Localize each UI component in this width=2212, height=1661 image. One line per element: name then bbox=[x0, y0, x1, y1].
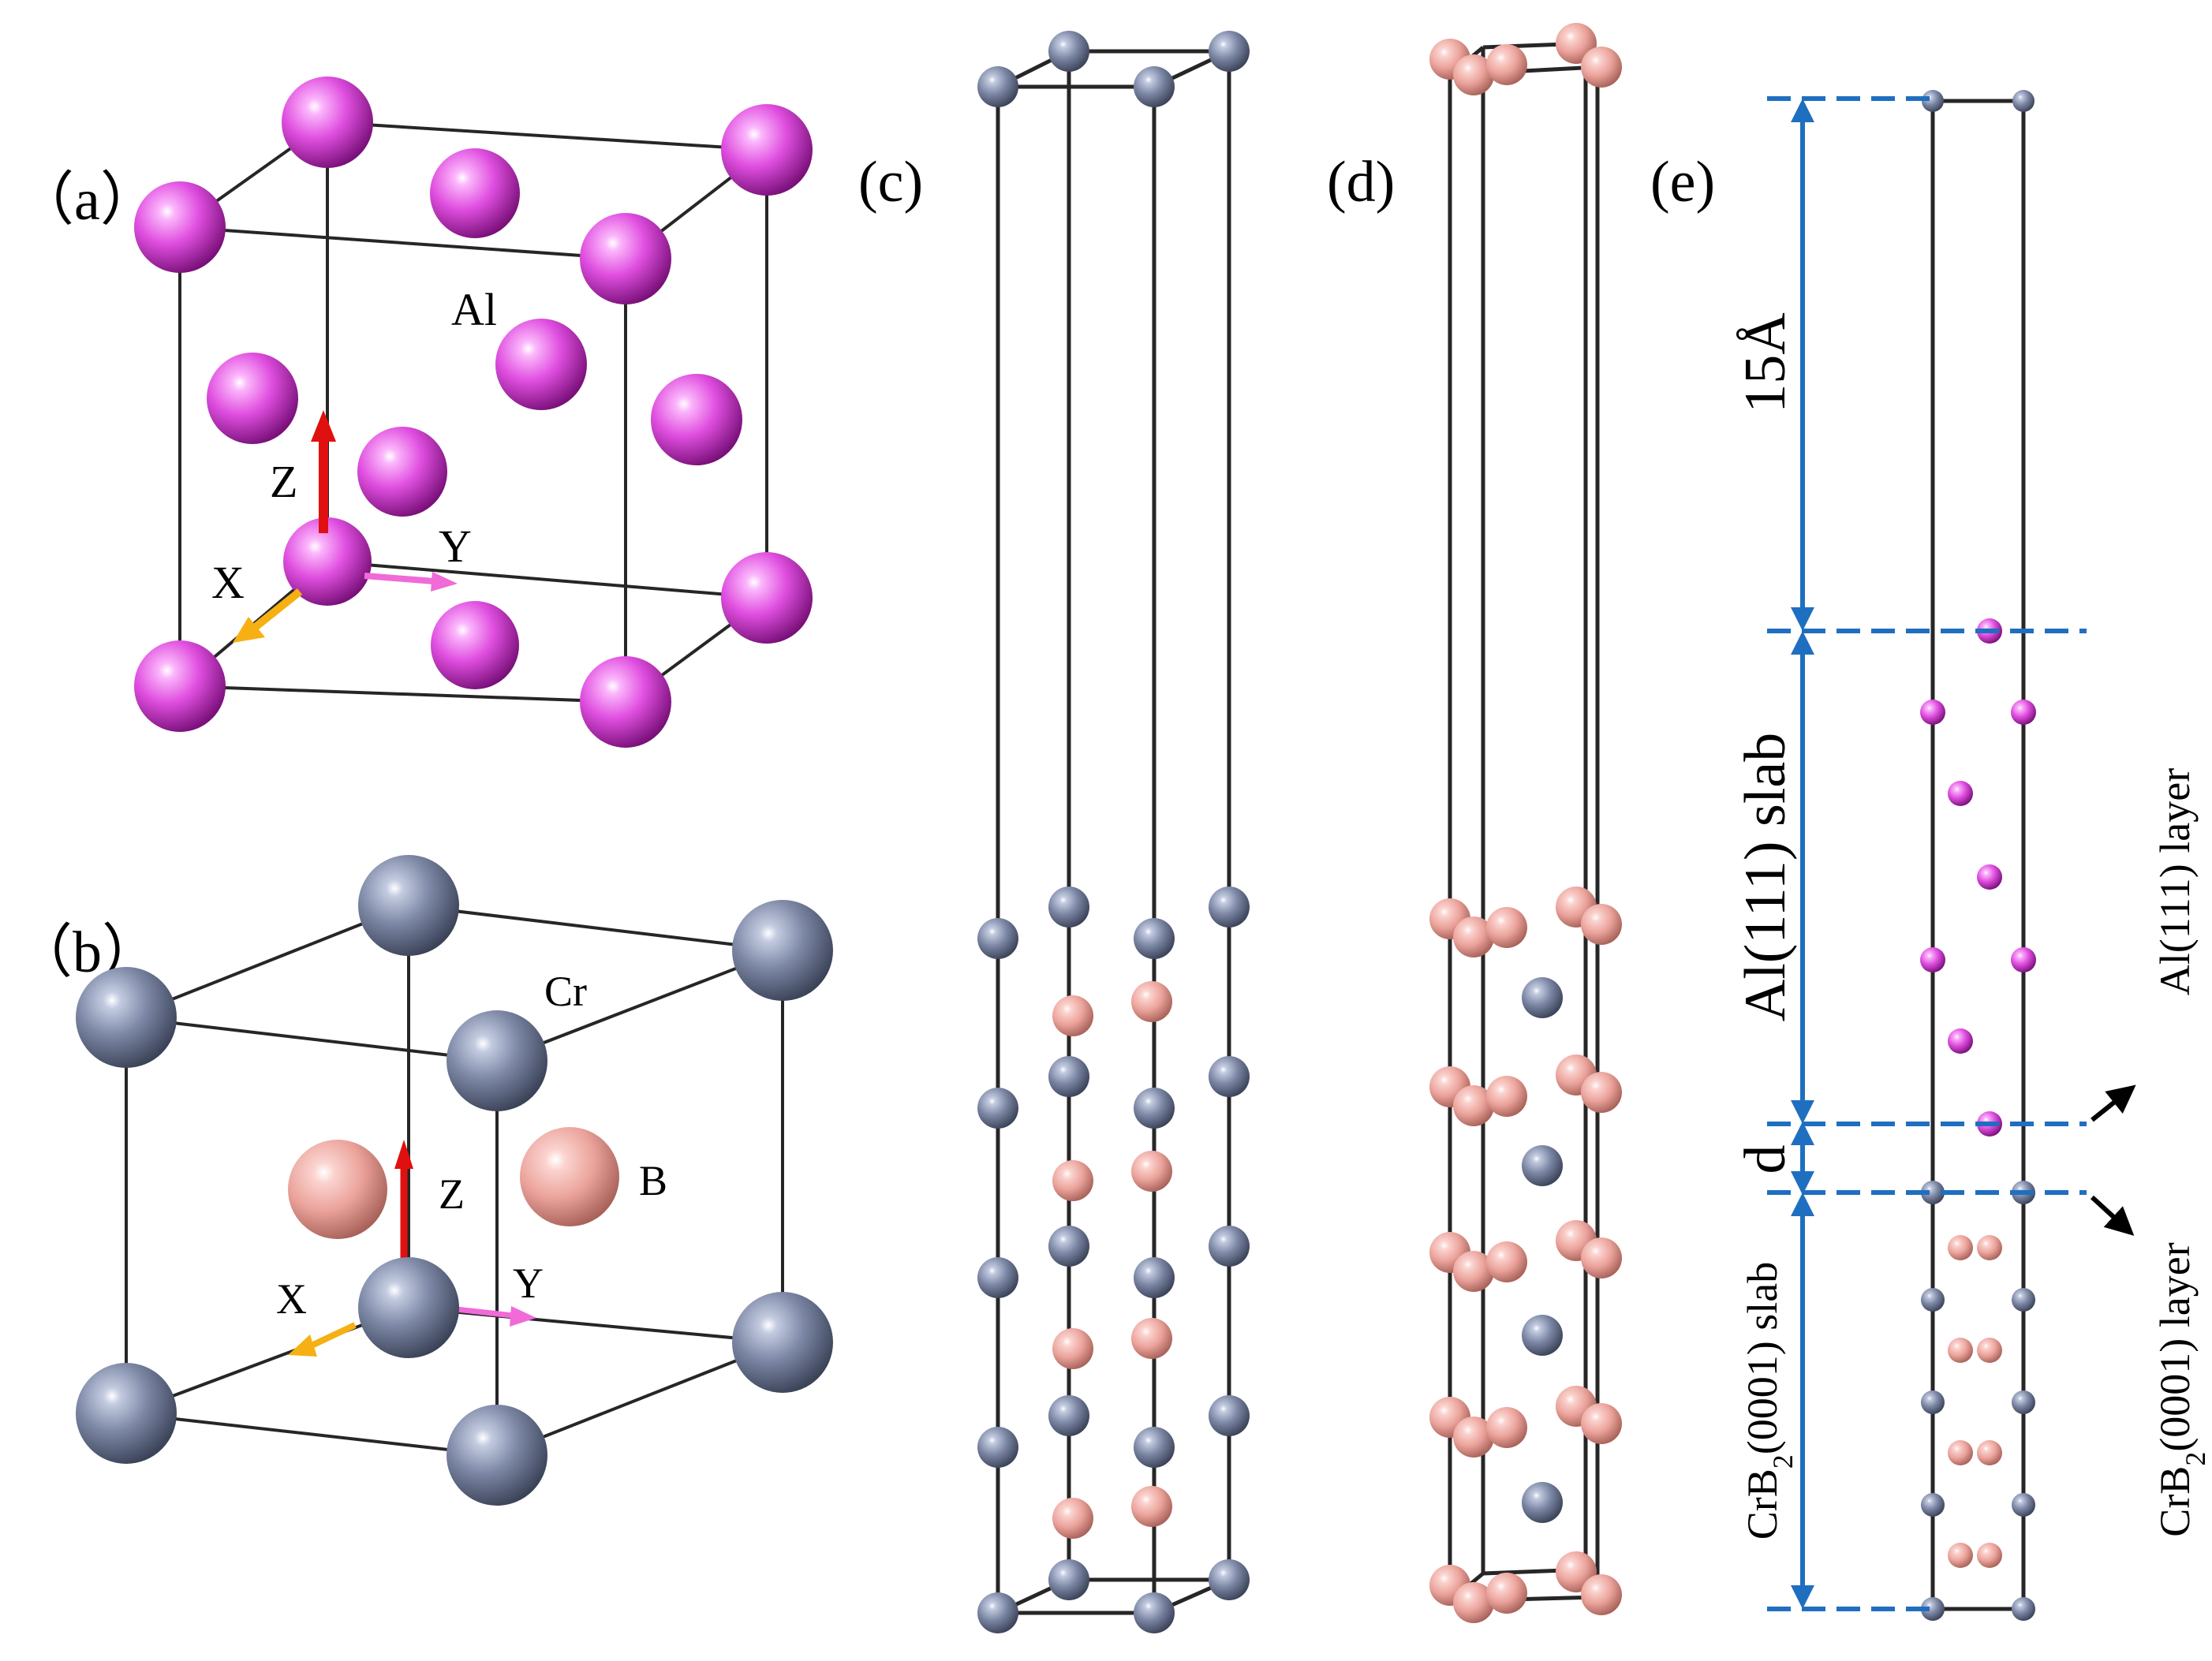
interface-distance-label: d bbox=[1733, 1145, 1798, 1174]
panel-e: (e) bbox=[1650, 90, 2211, 1621]
panel-a-y-axis-label: Y bbox=[439, 521, 472, 572]
panel-c-b-atoms bbox=[1052, 981, 1172, 1539]
panel-e-cr-atoms bbox=[1921, 90, 2035, 1621]
crb2-layer-pointer-arrow bbox=[2090, 1195, 2135, 1236]
panel-e-cell-edges bbox=[1930, 99, 2026, 1611]
al-atoms bbox=[134, 77, 813, 748]
al-slab-label: Al(111) slab bbox=[1733, 733, 1798, 1022]
panel-b-y-axis-label: Y bbox=[513, 1260, 544, 1307]
panel-c-cell-edges bbox=[996, 49, 1231, 1615]
panel-c: (c) bbox=[858, 31, 1250, 1633]
panel-e-al-atoms bbox=[1920, 618, 2036, 1137]
panel-b: （b） bbox=[14, 855, 833, 1506]
al-layer-label: Al(111) layer bbox=[2151, 768, 2199, 995]
crb2-slab-label: CrB2(0001) slab bbox=[1739, 1262, 1799, 1540]
panel-a-axes bbox=[233, 410, 458, 643]
panel-b-x-axis-label: X bbox=[276, 1275, 307, 1323]
panel-e-b-atoms bbox=[1948, 1235, 2002, 1568]
b-atoms bbox=[288, 1127, 619, 1239]
panel-a-z-axis-label: Z bbox=[270, 456, 297, 507]
panel-b-axes bbox=[288, 1140, 536, 1357]
b-atom-label: B bbox=[639, 1157, 667, 1204]
panel-d: (d) bbox=[1327, 23, 1622, 1623]
panel-c-cr-atoms bbox=[977, 31, 1250, 1633]
crb2-layer-label: CrB2(0001) layer bbox=[2151, 1242, 2211, 1536]
panel-d-cr-atoms bbox=[1522, 977, 1563, 1523]
panel-c-label: (c) bbox=[858, 150, 923, 215]
al-layer-pointer-arrow bbox=[2091, 1084, 2136, 1122]
cr-atom-label: Cr bbox=[544, 968, 587, 1015]
panel-a-x-axis-label: X bbox=[211, 557, 245, 608]
vacuum-thickness-label: 15Å bbox=[1733, 312, 1798, 412]
panel-d-b-atoms bbox=[1429, 23, 1622, 1623]
panel-e-dashed-guides bbox=[1767, 96, 2087, 1611]
panel-a: （a） bbox=[16, 77, 813, 748]
panel-d-cell-edges bbox=[1448, 41, 1600, 1603]
panel-b-cell-edges bbox=[125, 904, 784, 1457]
cr-atoms bbox=[76, 855, 833, 1506]
panel-b-z-axis-label: Z bbox=[439, 1170, 465, 1218]
panel-d-label: (d) bbox=[1327, 150, 1395, 215]
panel-e-label: (e) bbox=[1650, 150, 1715, 215]
al-atom-label: Al bbox=[451, 284, 497, 335]
cr-atom-origin bbox=[358, 1257, 459, 1358]
